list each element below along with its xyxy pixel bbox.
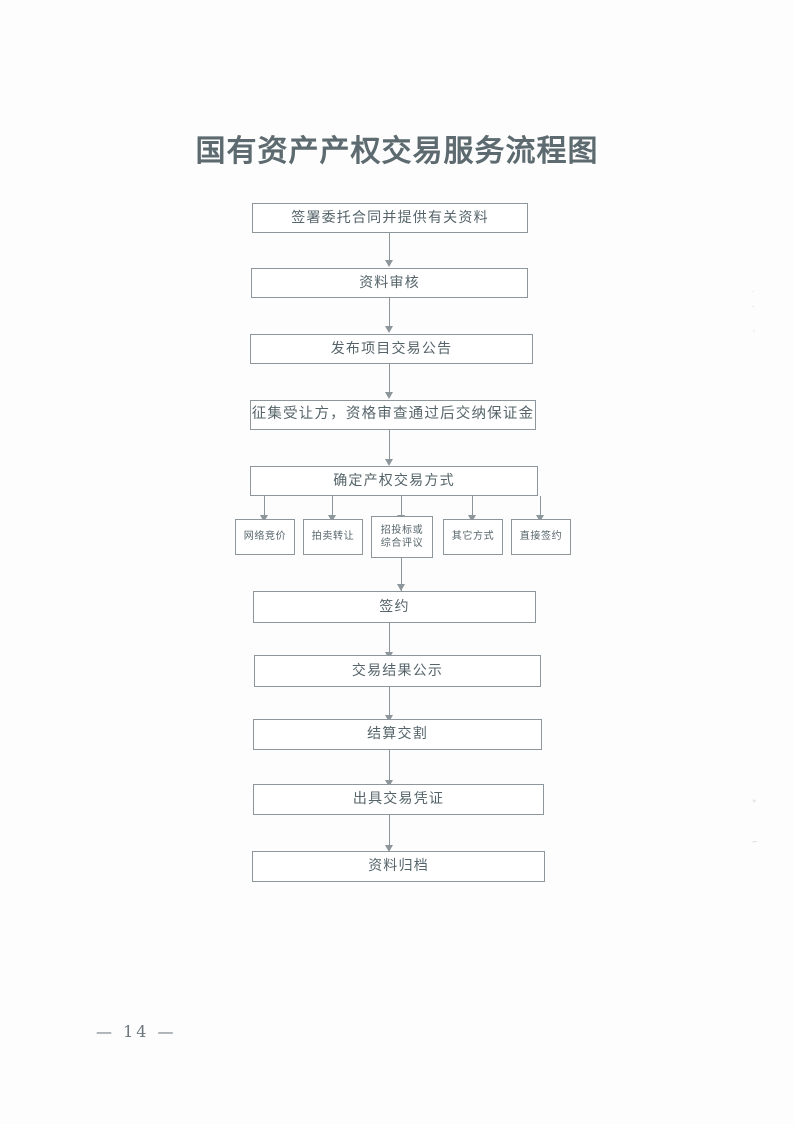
flow-node-online-bidding[interactable]: 网络竞价 bbox=[235, 519, 295, 555]
connector-n4-n5 bbox=[389, 430, 391, 460]
connector-n5-m5 bbox=[540, 496, 542, 516]
arrowhead-n4-n5 bbox=[385, 459, 393, 466]
scan-artifact-mark: ⌐ bbox=[752, 838, 758, 846]
connector-m3-n6 bbox=[401, 558, 403, 591]
flow-node-collect-transferees[interactable]: 征集受让方，资格审查通过后交纳保证金 bbox=[250, 400, 536, 430]
arrowhead-n7-n8 bbox=[385, 715, 393, 722]
scan-artifact-mark: · bbox=[752, 288, 755, 296]
flow-node-tender-or-evaluation-label-line1: 招投标或 bbox=[380, 524, 424, 536]
scan-artifact-mark: - bbox=[752, 303, 755, 311]
flow-node-direct-signing-label: 直接签约 bbox=[519, 531, 563, 543]
arrowhead-n5-m2 bbox=[328, 515, 336, 522]
connector-n5-m4 bbox=[472, 496, 474, 516]
arrowhead-n5-m1 bbox=[260, 515, 268, 522]
page-number: — 14 — bbox=[96, 1022, 177, 1041]
flow-node-auction-transfer-label: 拍卖转让 bbox=[311, 531, 355, 543]
connector-n8-n9 bbox=[389, 750, 391, 781]
connector-n5-m3 bbox=[401, 496, 403, 516]
flow-node-determine-transaction-method[interactable]: 确定产权交易方式 bbox=[250, 466, 538, 496]
connector-n9-n10 bbox=[389, 815, 391, 846]
connector-n5-m2 bbox=[332, 496, 334, 516]
flow-node-material-review[interactable]: 资料审核 bbox=[251, 268, 528, 298]
arrowhead-n2-n3 bbox=[385, 326, 393, 333]
flow-node-sign-contract[interactable]: 签署委托合同并提供有关资料 bbox=[252, 203, 528, 233]
flow-node-settlement-delivery[interactable]: 结算交割 bbox=[253, 719, 542, 750]
flow-node-tender-or-evaluation-label-line2: 综合评议 bbox=[380, 538, 424, 549]
arrowhead-n5-m4 bbox=[468, 515, 476, 522]
flow-node-tender-or-evaluation[interactable]: 招投标或 综合评议 bbox=[371, 516, 433, 558]
connector-n7-n8 bbox=[389, 687, 391, 716]
flow-node-online-bidding-label: 网络竞价 bbox=[243, 531, 287, 543]
arrowhead-n1-n2 bbox=[385, 260, 393, 267]
flow-node-signing[interactable]: 签约 bbox=[253, 591, 536, 623]
arrowhead-n8-n9 bbox=[385, 780, 393, 787]
flow-node-other-methods[interactable]: 其它方式 bbox=[443, 519, 503, 555]
connector-n1-n2 bbox=[389, 233, 391, 261]
flow-node-auction-transfer[interactable]: 拍卖转让 bbox=[303, 519, 363, 555]
scan-artifact-mark: ˇ bbox=[752, 330, 756, 338]
flow-node-direct-signing[interactable]: 直接签约 bbox=[511, 519, 571, 555]
flow-node-result-publicity[interactable]: 交易结果公示 bbox=[254, 655, 541, 687]
arrowhead-n5-m5 bbox=[536, 515, 544, 522]
flow-node-archive-materials[interactable]: 资料归档 bbox=[252, 851, 545, 882]
arrowhead-m3-n6 bbox=[397, 584, 405, 591]
connector-n2-n3 bbox=[389, 298, 391, 327]
connector-n6-n7 bbox=[389, 623, 391, 653]
connector-n3-n4 bbox=[389, 364, 391, 393]
scan-artifact-mark: » bbox=[752, 797, 757, 805]
arrowhead-n3-n4 bbox=[385, 392, 393, 399]
flow-node-other-methods-label: 其它方式 bbox=[451, 531, 495, 543]
page-title: 国有资产产权交易服务流程图 bbox=[195, 134, 599, 169]
arrowhead-n9-n10 bbox=[385, 845, 393, 852]
flow-node-publish-announcement[interactable]: 发布项目交易公告 bbox=[250, 334, 533, 364]
flow-node-issue-certificate[interactable]: 出具交易凭证 bbox=[253, 784, 544, 815]
connector-n5-m1 bbox=[264, 496, 266, 516]
